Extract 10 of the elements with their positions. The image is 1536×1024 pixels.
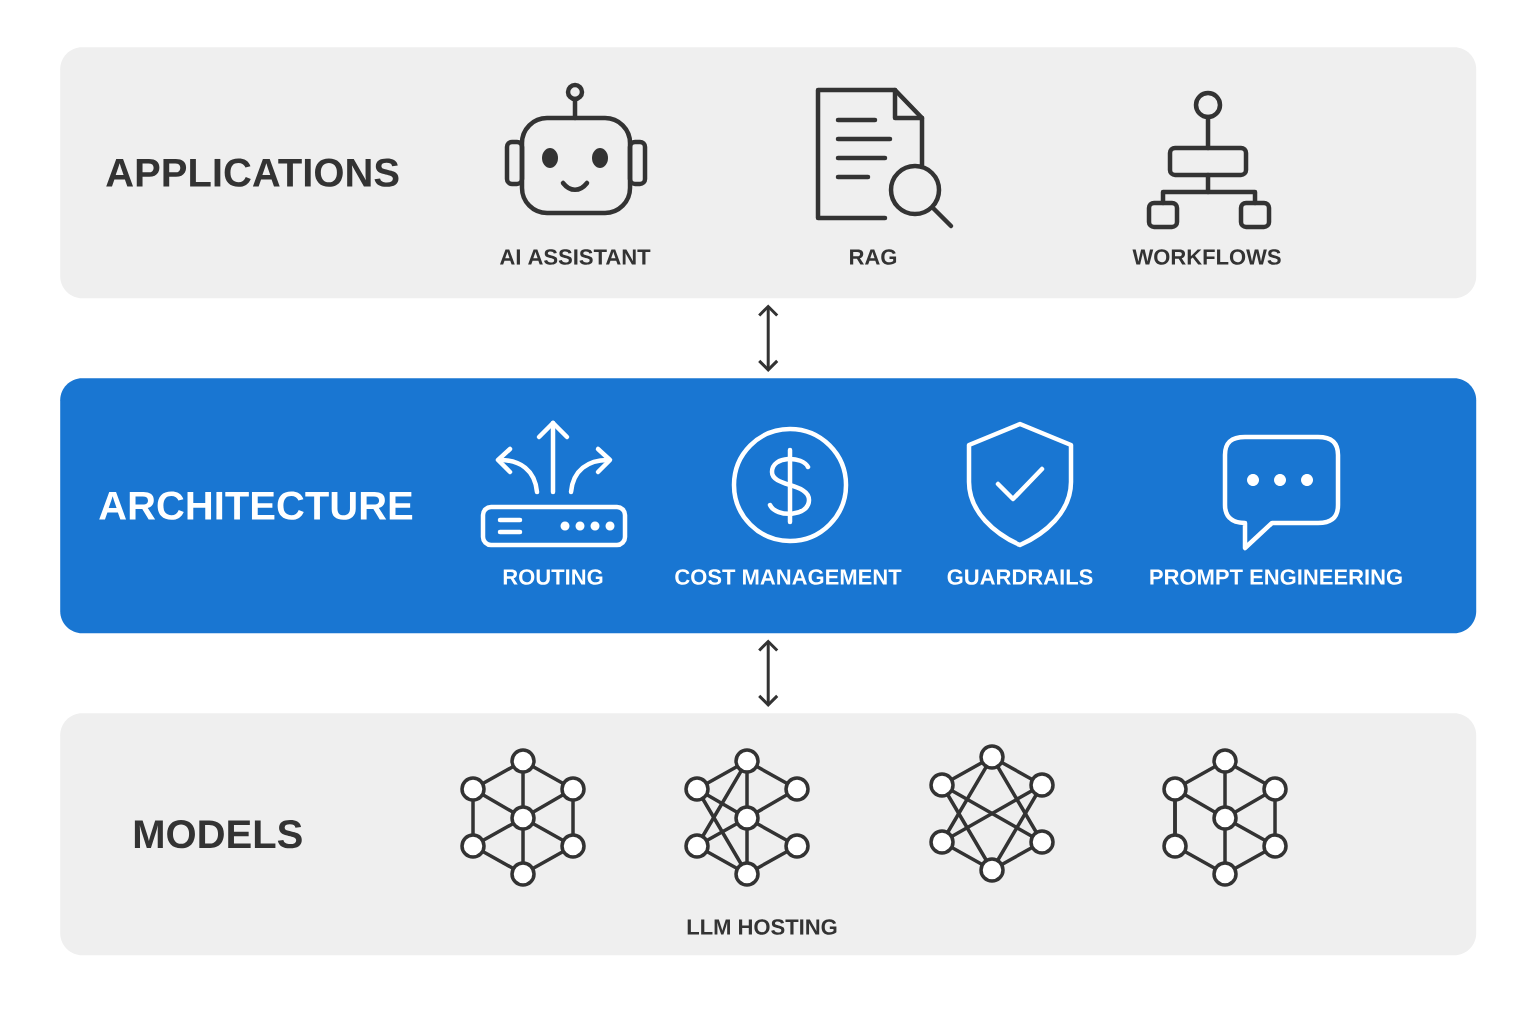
arrow <box>758 304 779 372</box>
icon-label: RAG <box>850 249 897 265</box>
icon-label: PROMPT ENGINEERING <box>1150 569 1402 585</box>
arrow <box>758 639 779 707</box>
icon-label: GUARDRAILS <box>947 569 1093 585</box>
icon-label: WORKFLOWS <box>1132 249 1281 265</box>
icon-label: AI ASSISTANT <box>500 249 651 265</box>
icon-label: LLM HOSTING <box>687 919 837 935</box>
icon-label: COST MANAGEMENT <box>675 569 902 585</box>
icon-label: ROUTING <box>503 569 603 585</box>
